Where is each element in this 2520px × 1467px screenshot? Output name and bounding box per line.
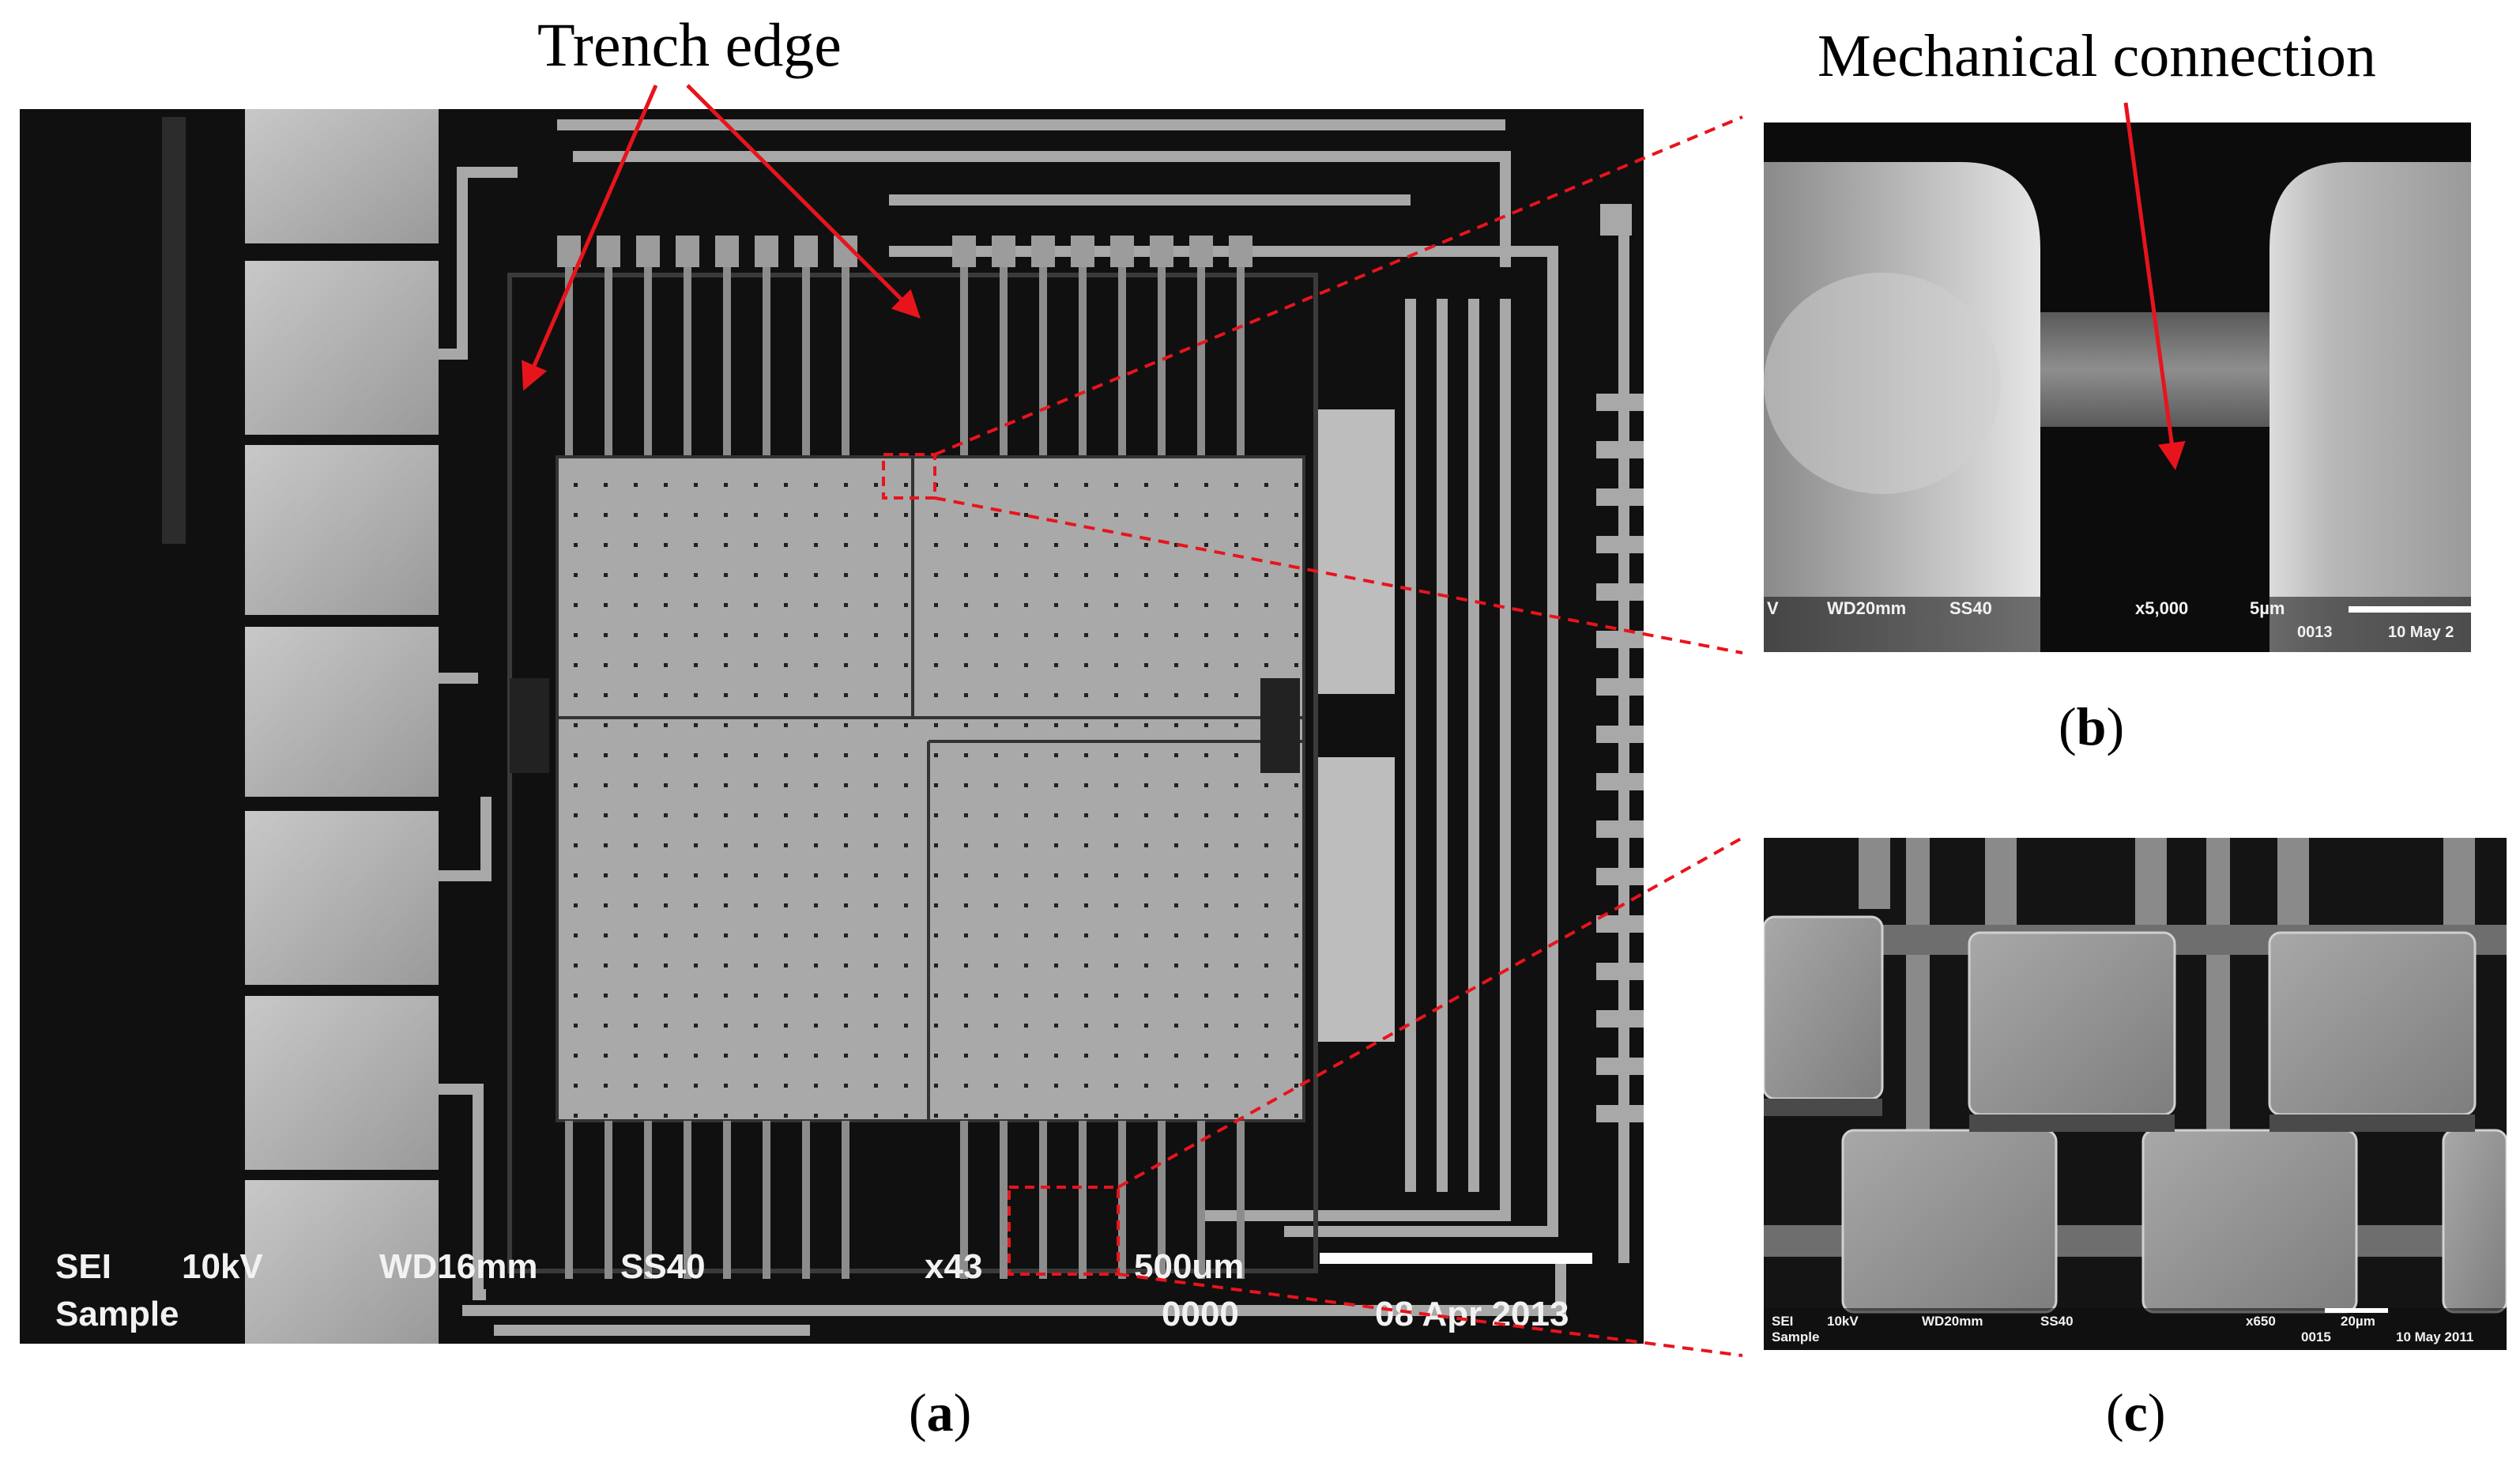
- caption-a-letter: a: [926, 1382, 954, 1442]
- sem-c-info-date: 10 May 2011: [2396, 1329, 2474, 1344]
- sem-c-info-ss: SS40: [2040, 1314, 2074, 1329]
- caption-c-letter: c: [2123, 1382, 2148, 1442]
- sem-a-info-kv: 10kV: [182, 1247, 263, 1286]
- sem-image-b: V WD20mm SS40 x5,000 5µm 0013 10 May 2: [1764, 123, 2471, 652]
- sem-image-b-drawing: [1764, 123, 2471, 652]
- sem-image-c: SEI 10kV WD20mm SS40 x650 20µm Sample 00…: [1764, 838, 2507, 1350]
- sem-a-info-scale: 500um: [1134, 1247, 1245, 1286]
- trench-edge-label: Trench edge: [537, 10, 842, 79]
- sem-image-c-drawing: [1764, 838, 2507, 1350]
- caption-a: (a): [909, 1382, 972, 1442]
- sem-c-info-mag: x650: [2246, 1314, 2276, 1329]
- sem-c-info-kv: 10kV: [1827, 1314, 1859, 1329]
- mechanical-connection-label: Mechanical connection: [1817, 23, 2376, 89]
- sem-b-info-image-number: 0013: [2297, 624, 2333, 641]
- sem-a-info-image-number: 0000: [1162, 1295, 1239, 1333]
- sem-c-info-image-number: 0015: [2301, 1329, 2331, 1344]
- sem-b-info-date: 10 May 2: [2388, 624, 2454, 641]
- sem-a-info-sample: Sample: [55, 1295, 179, 1333]
- sem-b-info-scale: 5µm: [2250, 598, 2285, 618]
- sem-b-info-ss: SS40: [1949, 598, 1992, 618]
- sem-c-info-sei: SEI: [1772, 1314, 1794, 1329]
- sem-image-a-drawing: [162, 109, 1644, 1344]
- sem-b-info-mag: x5,000: [2135, 598, 2189, 618]
- caption-c: (c): [2106, 1382, 2166, 1442]
- sem-image-a: SEI 10kV WD16mm SS40 x43 500um Sample 00…: [20, 109, 1644, 1344]
- sem-a-info-wd: WD16mm: [379, 1247, 538, 1286]
- sem-a-info-sei: SEI: [55, 1247, 111, 1286]
- caption-b-letter: b: [2076, 696, 2107, 756]
- sem-c-info-sample: Sample: [1772, 1329, 1820, 1344]
- sem-c-info-scale: 20µm: [2341, 1314, 2375, 1329]
- sem-a-info-date: 08 Apr 2013: [1375, 1295, 1569, 1333]
- sem-a-info-mag: x43: [925, 1247, 983, 1286]
- sem-c-info-wd: WD20mm: [1922, 1314, 1983, 1329]
- sem-a-info-ss: SS40: [620, 1247, 706, 1286]
- caption-b: (b): [2059, 696, 2125, 756]
- sem-b-info-wd: WD20mm: [1827, 598, 1907, 618]
- sem-b-info-v: V: [1767, 598, 1779, 618]
